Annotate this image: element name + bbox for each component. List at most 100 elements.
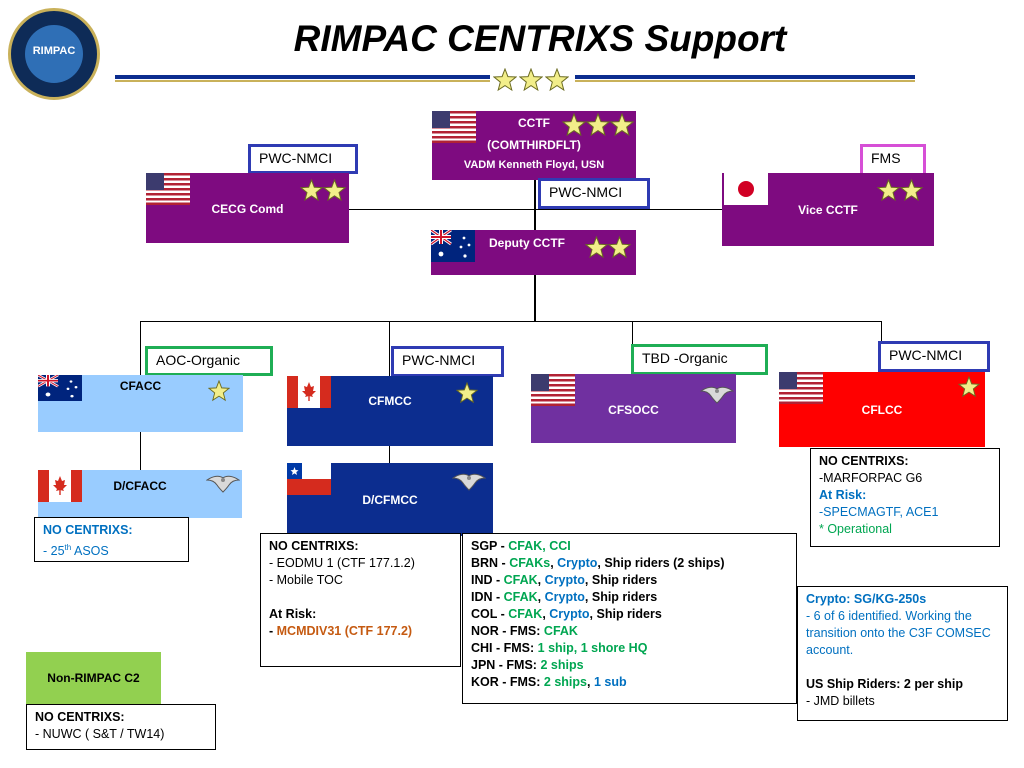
note-line: - 6 of 6 identified. Working the transit… <box>806 609 991 657</box>
note-line: - JMD billets <box>806 694 875 708</box>
country-row-fragment: Crypto <box>557 556 598 570</box>
two-star-icon <box>300 179 346 201</box>
country-row: COL - CFAK, Crypto, Ship riders <box>471 606 788 623</box>
dcfmcc-label: D/CFMCC <box>362 493 418 507</box>
note-heading: At Risk: <box>819 488 867 502</box>
canada-flag-icon <box>38 470 82 502</box>
chile-flag-icon <box>287 463 331 495</box>
cfsocc-network-tag: TBD -Organic <box>631 344 768 375</box>
note-line: * Operational <box>819 522 892 536</box>
crypto-note: Crypto: SG/KG-250s - 6 of 6 identified. … <box>797 586 1008 721</box>
cecg-network-tag: PWC-NMCI <box>248 144 358 174</box>
us-flag-icon <box>432 111 476 143</box>
cfacc-box: CFACC <box>38 375 243 432</box>
country-row-fragment: 2 ships <box>540 658 584 672</box>
dcfmcc-note: NO CENTRIXS: - EODMU 1 (CTF 177.1.2) - M… <box>260 533 461 667</box>
connector <box>140 432 141 472</box>
cctf-command: (COMTHIRDFLT) <box>487 138 581 152</box>
header-rule-right-gold <box>575 80 915 82</box>
note-line: -MARFORPAC G6 <box>819 471 923 485</box>
note-heading: US Ship Riders: 2 per ship <box>806 677 963 691</box>
note-text: MCMDIV31 (CTF 177.2) <box>276 624 413 638</box>
note-heading: NO CENTRIXS: <box>269 539 359 553</box>
star-icon <box>958 376 980 398</box>
note-superscript: th <box>64 543 72 552</box>
note-heading: NO CENTRIXS: <box>43 523 133 537</box>
header-rule-left <box>115 75 490 79</box>
country-row-fragment: Crypto <box>549 607 590 621</box>
note-text: ASOS <box>71 544 109 559</box>
country-row-fragment: IDN - <box>471 590 504 604</box>
seal-label: RIMPAC <box>32 45 76 57</box>
rimpac-seal-logo: RIMPAC <box>8 8 100 100</box>
deputy-cctf-label: Deputy CCTF <box>489 236 565 250</box>
cfacc-network-tag: AOC-Organic <box>145 346 273 376</box>
connector <box>389 446 390 464</box>
note-heading: Crypto: SG/KG-250s <box>806 592 927 606</box>
note-text: - <box>269 624 277 638</box>
note-heading: At Risk: <box>269 607 317 621</box>
three-star-icon <box>562 113 634 136</box>
country-row-fragment: KOR - FMS: <box>471 675 544 689</box>
eagle-insignia-icon <box>700 385 734 405</box>
connector <box>534 180 536 230</box>
cfsocc-box: CFSOCC <box>531 374 736 443</box>
us-flag-icon <box>531 374 575 406</box>
connector <box>534 274 536 322</box>
country-row: IND - CFAK, Crypto, Ship riders <box>471 572 788 589</box>
cflcc-note: NO CENTRIXS: -MARFORPAC G6 At Risk: -SPE… <box>810 448 1000 547</box>
cctf-title: CCTF <box>518 116 550 130</box>
country-row-fragment: CFAKs <box>509 556 551 570</box>
country-row-fragment: , Ship riders (2 ships) <box>597 556 725 570</box>
japan-flag-icon <box>724 173 768 205</box>
country-row-fragment: IND - <box>471 573 504 587</box>
australia-flag-icon <box>38 375 82 401</box>
vice-cctf-label: Vice CCTF <box>798 203 858 217</box>
australia-flag-icon <box>431 230 475 262</box>
cecg-label: CECG Comd <box>211 202 284 216</box>
star-icon <box>208 380 230 402</box>
country-row-fragment: BRN - <box>471 556 510 570</box>
country-row-fragment: CFAK <box>508 607 543 621</box>
eagle-insignia-icon <box>452 472 486 492</box>
globe-icon <box>25 25 83 83</box>
us-flag-icon <box>146 173 190 205</box>
country-row: BRN - CFAKs, Crypto, Ship riders (2 ship… <box>471 555 788 572</box>
country-row: NOR - FMS: CFAK <box>471 623 788 640</box>
country-row-fragment: , Ship riders <box>589 607 662 621</box>
cfsocc-label: CFSOCC <box>608 403 659 417</box>
country-row-fragment: , Ship riders <box>584 590 658 604</box>
country-row: CHI - FMS: 1 ship, 1 shore HQ <box>471 640 788 657</box>
country-row: JPN - FMS: 2 ships <box>471 657 788 674</box>
country-row: KOR - FMS: 2 ships, 1 sub <box>471 674 788 691</box>
cfacc-label: CFACC <box>119 379 162 393</box>
country-row-fragment: 1 sub <box>593 675 627 689</box>
us-flag-icon <box>779 372 823 404</box>
country-row-fragment: Crypto <box>544 573 585 587</box>
country-row-fragment: SGP - <box>471 539 509 553</box>
connector <box>349 209 723 210</box>
cctf-commander: VADM Kenneth Floyd, USN <box>463 159 605 171</box>
cflcc-label: CFLCC <box>861 403 903 417</box>
two-star-icon <box>585 236 631 258</box>
note-line: - Mobile TOC <box>269 573 343 587</box>
country-row-fragment: JPN - FMS: <box>471 658 541 672</box>
non-rimpac-c2-box: Non-RIMPAC C2 <box>26 652 161 705</box>
country-row-fragment: CFAK, CCI <box>508 539 571 553</box>
country-row-fragment: CFAK <box>543 624 578 638</box>
cfmcc-network-tag: PWC-NMCI <box>391 346 504 377</box>
country-row-fragment: , Ship riders <box>584 573 658 587</box>
note-text: - 25 <box>43 544 65 559</box>
country-row-fragment: , <box>550 556 558 570</box>
country-row-fragment: , <box>537 573 545 587</box>
country-row-fragment: , <box>542 607 550 621</box>
three-star-insignia-icon <box>493 68 569 91</box>
page-title: RIMPAC CENTRIXS Support <box>293 18 787 59</box>
note-line: - 25th ASOS <box>43 539 180 560</box>
note-heading: NO CENTRIXS: <box>35 710 125 724</box>
cfmcc-label: CFMCC <box>368 394 412 408</box>
note-heading: NO CENTRIXS: <box>819 454 909 468</box>
country-row: SGP - CFAK, CCI <box>471 538 788 555</box>
connector <box>140 321 141 376</box>
